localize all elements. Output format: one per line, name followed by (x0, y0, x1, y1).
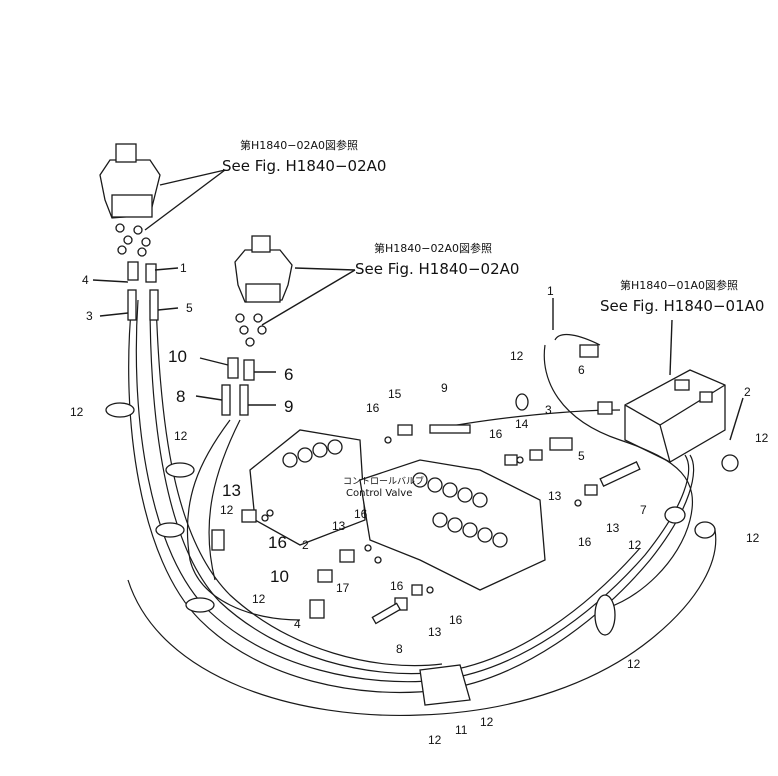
callout: 11 (455, 723, 468, 737)
callout: 15 (388, 387, 402, 401)
callout: 17 (336, 581, 350, 595)
callout: 16 (390, 579, 404, 593)
callout: 12 (252, 592, 266, 606)
callout: 12 (628, 538, 642, 552)
valve-label-en: Control Valve (346, 488, 412, 499)
valve-block-right (624, 369, 726, 463)
callout: 5 (186, 301, 193, 315)
callout: 13 (606, 521, 620, 535)
reference-notes: 第H1840−02A0図参照 See Fig. H1840−02A0 第H184… (222, 138, 764, 499)
callout: 12 (480, 715, 494, 729)
callout: 3 (86, 309, 93, 323)
hose-bundle (127, 299, 717, 717)
callout: 13 (428, 625, 442, 639)
hose-clamps (105, 393, 739, 706)
callout: 7 (640, 503, 647, 517)
fittings (127, 261, 641, 625)
pilot-valve-left (99, 143, 161, 257)
callout: 4 (294, 617, 301, 631)
callout: 14 (515, 417, 529, 431)
ref1-jp: 第H1840−02A0図参照 (240, 138, 358, 152)
valve-label-jp: コントロールバルブ (343, 475, 424, 487)
callout: 12 (174, 429, 188, 443)
control-valve-bank (249, 429, 546, 591)
callout: 12 (510, 349, 524, 363)
callout: 3 (545, 403, 552, 417)
callout: 6 (284, 365, 293, 384)
callout: 12 (755, 431, 769, 445)
callout: 12 (70, 405, 84, 419)
callout: 10 (270, 567, 289, 586)
callout: 6 (578, 363, 585, 377)
callout: 10 (168, 347, 187, 366)
callout: 16 (489, 427, 503, 441)
callout: 12 (220, 503, 234, 517)
callout: 9 (441, 381, 448, 395)
ref1-en: See Fig. H1840−02A0 (222, 157, 386, 175)
callout: 2 (302, 538, 309, 552)
callout: 16 (366, 401, 380, 415)
callout: 1 (180, 261, 187, 275)
leader-lines (92, 169, 744, 441)
callout: 13 (222, 481, 241, 500)
callout: 13 (548, 489, 562, 503)
callout: 9 (284, 397, 293, 416)
callout: 8 (176, 387, 185, 406)
callout: 5 (578, 449, 585, 463)
callout: 16 (449, 613, 463, 627)
callout: 1 (547, 284, 554, 298)
callout: 4 (82, 273, 89, 287)
callout: 2 (744, 385, 751, 399)
ref3-jp: 第H1840−01A0図参照 (620, 278, 738, 292)
callout: 12 (627, 657, 641, 671)
callout: 12 (428, 733, 442, 747)
callout: 16 (354, 507, 368, 521)
ref2-jp: 第H1840−02A0図参照 (374, 241, 492, 255)
callout: 8 (396, 642, 403, 656)
callout: 16 (578, 535, 592, 549)
pilot-valve-right (234, 235, 293, 347)
ref3-en: See Fig. H1840−01A0 (600, 297, 764, 315)
callout: 16 (268, 533, 287, 552)
callout: 13 (332, 519, 346, 533)
callout-numbers: 1 4 3 5 10 6 8 9 12 12 12 12 12 12 12 12… (70, 261, 769, 747)
ref2-en: See Fig. H1840−02A0 (355, 260, 519, 278)
callout: 12 (746, 531, 760, 545)
